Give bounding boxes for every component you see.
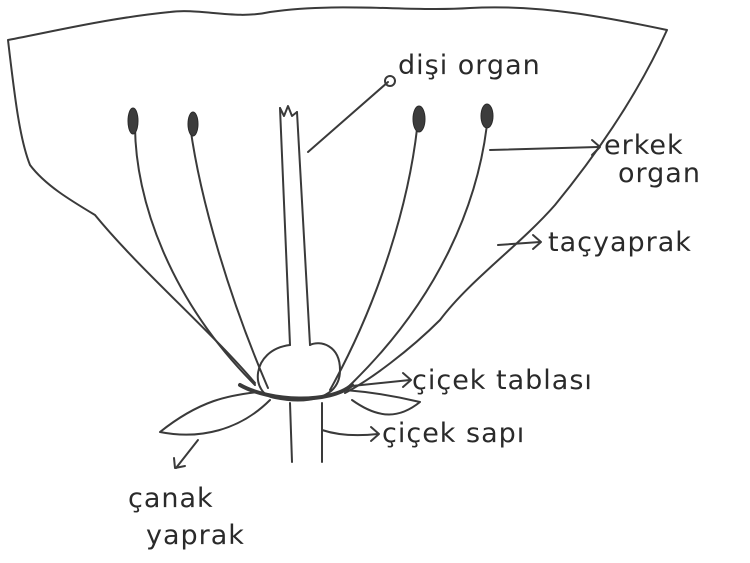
- anther-3: [413, 106, 425, 132]
- anther-2: [188, 112, 198, 136]
- leader-cicek-sapi: [322, 430, 378, 435]
- stamen-filament-1: [135, 125, 255, 385]
- pistil-stigma: [280, 106, 297, 116]
- pistil-style-left: [280, 108, 290, 345]
- label-erkek-organ-line1: erkek: [604, 132, 684, 159]
- label-cicek-tablasi: çiçek tablası: [412, 367, 593, 394]
- petal-outline: [8, 7, 667, 393]
- leader-canak-yaprak: [176, 440, 198, 468]
- label-canak-yaprak-line2: yaprak: [146, 522, 245, 549]
- label-canak-yaprak-line1: çanak: [128, 485, 214, 512]
- label-disi-organ: dişi organ: [398, 52, 541, 79]
- leader-erkek-organ: [490, 147, 598, 150]
- sepal-left: [160, 392, 270, 435]
- stamen-filament-3: [330, 120, 418, 390]
- label-erkek-organ-line2: organ: [618, 160, 701, 187]
- leader-disi-organ: [308, 82, 388, 152]
- label-tac-yaprak: taçyaprak: [548, 229, 692, 256]
- sepal-right: [345, 390, 420, 415]
- anther-4: [481, 104, 493, 128]
- label-cicek-sapi: çiçek sapı: [382, 420, 525, 447]
- pistil-ovary: [258, 343, 340, 400]
- stem-left: [290, 403, 292, 462]
- leader-disi-organ-end: [385, 76, 395, 86]
- stamen-filament-2: [190, 125, 268, 388]
- pistil-style-right: [297, 112, 310, 345]
- anther-1: [128, 108, 138, 134]
- stamen-filament-4: [345, 115, 488, 390]
